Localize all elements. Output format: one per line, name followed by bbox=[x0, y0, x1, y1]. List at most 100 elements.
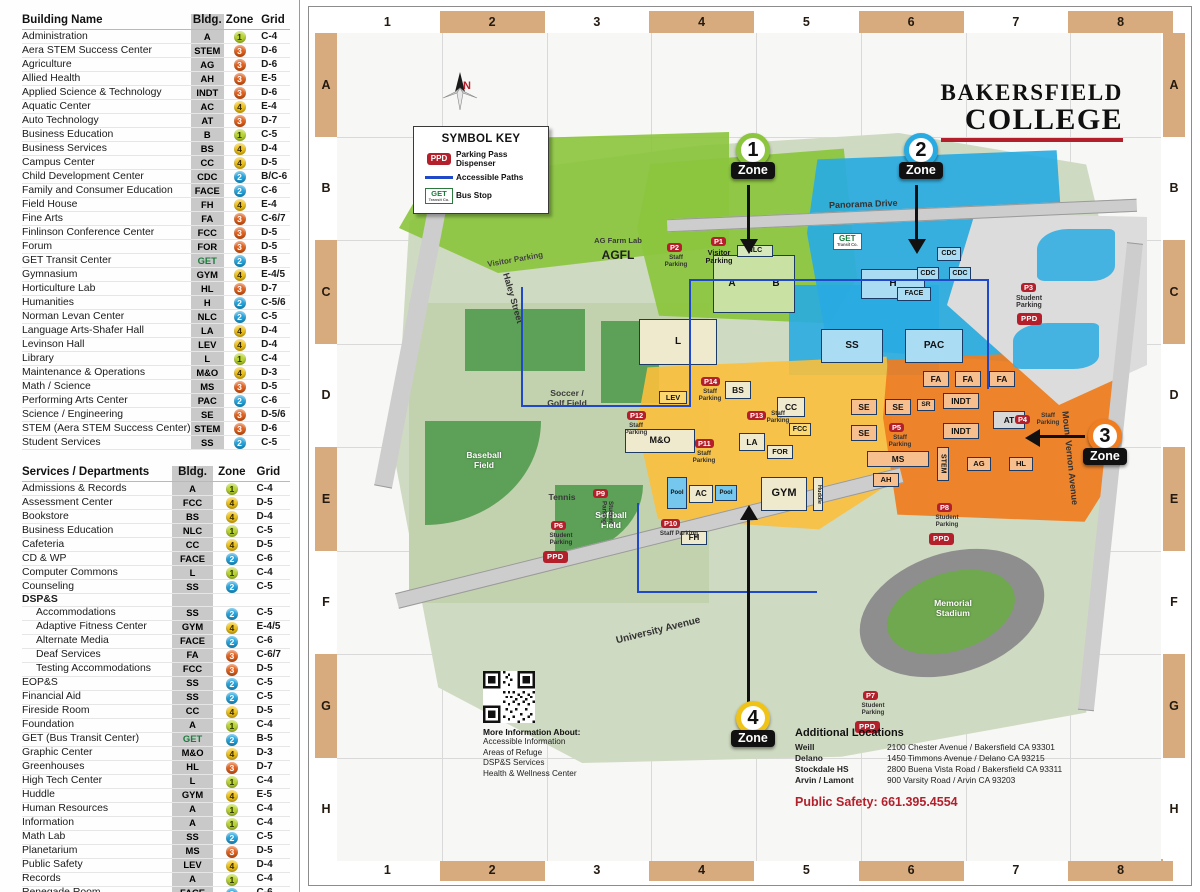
parking-badge-p1[interactable]: P1 bbox=[711, 237, 727, 247]
parking-badge-p10[interactable]: P10 bbox=[661, 519, 681, 529]
building-fa-2[interactable]: FA bbox=[955, 371, 981, 387]
map-canvas[interactable]: Panorama Drive Haley Street University A… bbox=[337, 33, 1161, 861]
parking-badge-p7[interactable]: P7 bbox=[863, 691, 879, 701]
parking-badge-p3[interactable]: P3 bbox=[1021, 283, 1037, 293]
building-se-1[interactable]: SE bbox=[851, 399, 877, 415]
ppd-badge-p8[interactable]: PPD bbox=[929, 533, 954, 545]
building-l[interactable]: L bbox=[639, 319, 717, 365]
parking-badge-p11[interactable]: P11 bbox=[695, 439, 714, 449]
building-indt-1[interactable]: INDT bbox=[943, 393, 979, 409]
parking-badge-p4[interactable]: P4 bbox=[1015, 415, 1031, 425]
building-la[interactable]: LA bbox=[739, 433, 765, 451]
building-stem[interactable]: STEM bbox=[937, 447, 949, 481]
building-fcc[interactable]: FCC bbox=[789, 423, 811, 436]
parking-badge-p8[interactable]: P8 bbox=[937, 503, 953, 513]
parking-badge-p14[interactable]: P14 bbox=[701, 377, 721, 387]
building-bs[interactable]: BS bbox=[725, 381, 751, 399]
parking-badge-p13[interactable]: P13 bbox=[747, 411, 767, 421]
building-huddle[interactable]: Huddle bbox=[813, 477, 823, 511]
service-row[interactable]: DSP&S bbox=[22, 593, 290, 607]
building-se-3[interactable]: SE bbox=[851, 425, 877, 441]
building-hl[interactable]: HL bbox=[1009, 457, 1033, 471]
building-cc[interactable]: CC bbox=[777, 397, 805, 417]
building-lev[interactable]: LEV bbox=[659, 391, 687, 404]
ppd-badge-p6[interactable]: PPD bbox=[543, 551, 568, 563]
building-fa-3[interactable]: FA bbox=[989, 371, 1015, 387]
building-gym[interactable]: GYM bbox=[761, 477, 807, 511]
building-fh[interactable]: FH bbox=[681, 531, 707, 545]
parking-badge-p6[interactable]: P6 bbox=[551, 521, 567, 531]
building-h[interactable]: H bbox=[861, 269, 925, 299]
building-sr[interactable]: SR bbox=[917, 399, 935, 411]
building-ah[interactable]: AH bbox=[873, 473, 899, 487]
building-mo[interactable]: M&O bbox=[625, 429, 695, 453]
building-ac[interactable]: AC bbox=[689, 485, 713, 503]
building-ms[interactable]: MS bbox=[867, 451, 929, 467]
parking-badge-p9[interactable]: P9 bbox=[593, 489, 609, 499]
get-bus-stop-badge[interactable]: GET Transit Co. bbox=[833, 233, 862, 250]
building-face[interactable]: FACE bbox=[897, 287, 931, 301]
building-fa-1[interactable]: FA bbox=[923, 371, 949, 387]
ppd-badge-p3[interactable]: PPD bbox=[1017, 313, 1042, 325]
building-pac[interactable]: PAC bbox=[905, 329, 963, 363]
zone-callout-1[interactable]: 1 Zone bbox=[731, 133, 775, 179]
service-row[interactable]: Renegade RoomFACE2C-6 bbox=[22, 886, 290, 892]
building-indt-2[interactable]: INDT bbox=[943, 423, 979, 439]
parking-badge-p2[interactable]: P2 bbox=[667, 243, 683, 253]
zone-callout-4[interactable]: 4 Zone bbox=[731, 701, 775, 747]
building-for[interactable]: FOR bbox=[767, 445, 793, 459]
parking-badge-p5[interactable]: P5 bbox=[889, 423, 905, 433]
building-cdc-1[interactable]: CDC bbox=[937, 247, 961, 261]
zone-callout-2[interactable]: 2 Zone bbox=[899, 133, 943, 179]
